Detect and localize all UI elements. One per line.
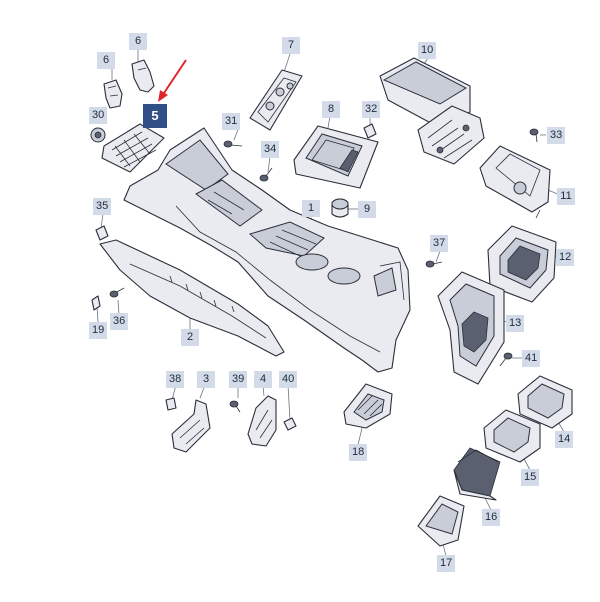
part-11 [479,145,551,219]
part-33 [529,128,539,143]
callout-12: 12 [556,249,575,266]
part-37 [425,260,443,268]
callout-6b: 6 [129,33,147,50]
callout-10: 10 [418,42,437,59]
callout-40: 40 [279,371,298,388]
callout-18: 18 [349,444,368,461]
part-8 [293,125,379,189]
part-5 [101,123,165,173]
callout-37: 37 [430,235,449,252]
indicator-arrow [158,59,187,102]
callout-16: 16 [482,509,501,526]
part-39 [229,400,241,413]
part-7 [249,69,303,131]
part-35 [95,225,109,241]
callout-32: 32 [362,101,381,118]
part-1 [123,127,411,373]
callout-31: 31 [222,113,241,130]
part-36 [109,287,125,298]
part-4 [247,395,277,447]
part-19 [91,295,101,311]
callout-39: 39 [229,371,248,388]
part-14 [517,375,573,429]
callout-4: 4 [254,371,272,388]
part-17 [417,495,465,547]
callout-9: 9 [358,201,376,218]
callout-6a: 6 [97,52,115,69]
part-3 [171,399,211,453]
part-34 [259,167,273,182]
callout-11: 11 [557,188,575,205]
callout-35: 35 [93,198,112,215]
part-30 [90,127,106,143]
callout-34: 34 [261,141,280,158]
callout-33: 33 [547,127,566,144]
part-12 [487,225,557,303]
callout-13: 13 [506,315,525,332]
part-16 [453,447,501,501]
callout-41: 41 [522,350,541,367]
callout-5-highlighted: 5 [143,104,167,128]
callout-17: 17 [437,555,456,572]
callout-30: 30 [89,107,108,124]
part-6a [103,79,123,109]
callout-1: 1 [302,200,320,217]
part-9 [331,198,349,218]
callout-15: 15 [521,469,540,486]
callout-7: 7 [282,37,300,54]
callout-38: 38 [166,371,185,388]
part-40 [283,417,297,431]
part-41 [499,352,513,367]
part-18 [343,383,393,429]
part-15 [483,409,541,463]
callout-8: 8 [322,101,340,118]
callout-14: 14 [555,431,574,448]
callout-2: 2 [181,329,199,346]
callout-3: 3 [197,371,215,388]
part-6b [131,59,155,93]
part-13 [437,271,505,385]
part-10-hinge [417,105,485,165]
callout-19: 19 [89,322,108,339]
part-2 [99,239,285,357]
callout-36: 36 [110,313,129,330]
part-32 [363,123,377,139]
part-31 [223,140,243,148]
part-38 [165,397,177,411]
